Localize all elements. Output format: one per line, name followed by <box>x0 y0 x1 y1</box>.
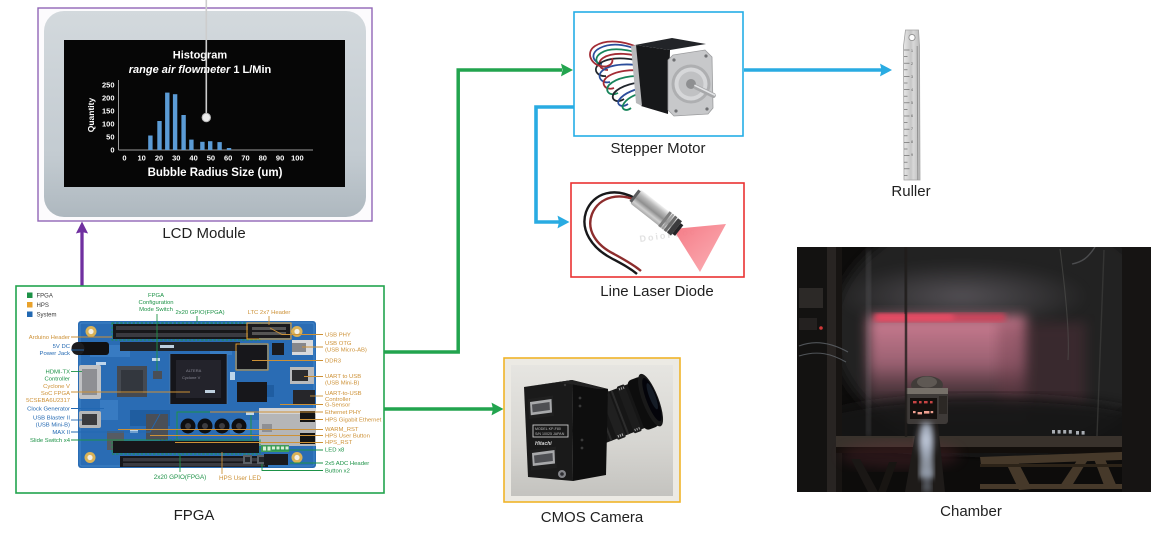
svg-text:System: System <box>37 313 57 319</box>
svg-text:50: 50 <box>106 132 114 141</box>
svg-text:Hitachi: Hitachi <box>535 441 552 447</box>
svg-text:8: 8 <box>911 140 913 144</box>
svg-text:Bubble Radius Size (um): Bubble Radius Size (um) <box>148 167 283 179</box>
svg-text:LED x8: LED x8 <box>325 448 345 454</box>
svg-text:250: 250 <box>102 80 115 89</box>
svg-text:5V DC: 5V DC <box>53 344 71 350</box>
svg-text:USB PHY: USB PHY <box>325 333 351 339</box>
svg-text:HPS User Button: HPS User Button <box>325 434 370 440</box>
svg-text:6: 6 <box>911 114 913 118</box>
svg-text:FPGA: FPGA <box>37 294 53 300</box>
svg-text:1: 1 <box>911 49 913 53</box>
svg-text:100: 100 <box>102 119 115 128</box>
svg-text:HPS: HPS <box>37 303 49 309</box>
svg-text:MAX II: MAX II <box>52 430 70 436</box>
svg-text:HPS_RST: HPS_RST <box>325 440 353 446</box>
svg-text:LTC 2x7 Header: LTC 2x7 Header <box>248 310 291 316</box>
svg-text:70: 70 <box>241 153 249 162</box>
svg-text:Button x2: Button x2 <box>325 469 350 475</box>
svg-text:(USB Mini-B): (USB Mini-B) <box>36 423 70 429</box>
svg-text:80: 80 <box>259 153 267 162</box>
svg-text:Arduino Header: Arduino Header <box>29 335 70 341</box>
svg-text:HPS Gigabit Ethernet: HPS Gigabit Ethernet <box>325 418 382 424</box>
svg-text:Quantity: Quantity <box>86 97 96 132</box>
svg-text:(USB Mini-B): (USB Mini-B) <box>325 381 359 387</box>
svg-text:USB OTG: USB OTG <box>325 341 352 347</box>
svg-text:Controller: Controller <box>325 397 351 403</box>
svg-text:40: 40 <box>189 153 197 162</box>
svg-text:HPS User LED: HPS User LED <box>219 475 261 482</box>
svg-text:30: 30 <box>172 153 180 162</box>
svg-text:2: 2 <box>911 62 913 66</box>
svg-text:Cyclone V: Cyclone V <box>182 375 201 380</box>
svg-text:10: 10 <box>138 153 146 162</box>
svg-text:Clock Generator: Clock Generator <box>27 407 70 413</box>
svg-text:90: 90 <box>276 153 284 162</box>
svg-text:Ethernet PHY: Ethernet PHY <box>325 410 361 416</box>
svg-text:ALTERA: ALTERA <box>186 368 202 373</box>
svg-text:UART-to-USB: UART-to-USB <box>325 391 362 397</box>
svg-text:range air flowmeter 1 L/Min: range air flowmeter 1 L/Min <box>129 64 272 76</box>
svg-text:Slide Switch x4: Slide Switch x4 <box>30 438 71 444</box>
svg-text:Cyclone V: Cyclone V <box>43 384 70 390</box>
svg-text:0: 0 <box>110 145 114 154</box>
svg-text:Configuration: Configuration <box>138 300 173 306</box>
svg-text:7: 7 <box>911 127 913 131</box>
svg-text:DDR3: DDR3 <box>325 359 342 365</box>
svg-text:3: 3 <box>911 75 913 79</box>
svg-text:50: 50 <box>207 153 215 162</box>
svg-text:(USB Micro-AB): (USB Micro-AB) <box>325 348 367 354</box>
svg-text:100: 100 <box>291 153 304 162</box>
svg-text:5: 5 <box>911 101 913 105</box>
svg-text:G-Sensor: G-Sensor <box>325 403 350 409</box>
svg-text:150: 150 <box>102 106 115 115</box>
svg-text:2x20 GPIO(FPGA): 2x20 GPIO(FPGA) <box>175 310 224 316</box>
svg-text:MODEL KP-F80: MODEL KP-F80 <box>535 427 561 431</box>
svg-text:Power Jack: Power Jack <box>40 351 71 357</box>
svg-text:USB Blaster II: USB Blaster II <box>33 416 70 422</box>
svg-text:4: 4 <box>911 88 913 92</box>
svg-text:S/N 10025 JAPAN: S/N 10025 JAPAN <box>535 432 565 436</box>
svg-text:2x20 GPIO(FPGA): 2x20 GPIO(FPGA) <box>154 474 207 481</box>
svg-text:0: 0 <box>122 153 126 162</box>
svg-text:Controller: Controller <box>44 377 70 383</box>
svg-text:SoC FPGA: SoC FPGA <box>41 391 70 397</box>
svg-text:20: 20 <box>155 153 163 162</box>
svg-text:60: 60 <box>224 153 232 162</box>
svg-text:UART to USB: UART to USB <box>325 374 361 380</box>
svg-text:5CSEBA6U2317: 5CSEBA6U2317 <box>26 398 70 404</box>
svg-text:200: 200 <box>102 93 115 102</box>
svg-text:Mode Switch: Mode Switch <box>139 307 173 313</box>
svg-text:WARM_RST: WARM_RST <box>325 427 359 433</box>
svg-text:HDMI-TX: HDMI-TX <box>45 370 70 376</box>
svg-text:2x5 ADC Header: 2x5 ADC Header <box>325 461 369 467</box>
svg-text:9: 9 <box>911 153 913 157</box>
svg-text:Histogram: Histogram <box>173 50 228 62</box>
svg-text:FPGA: FPGA <box>148 293 164 299</box>
